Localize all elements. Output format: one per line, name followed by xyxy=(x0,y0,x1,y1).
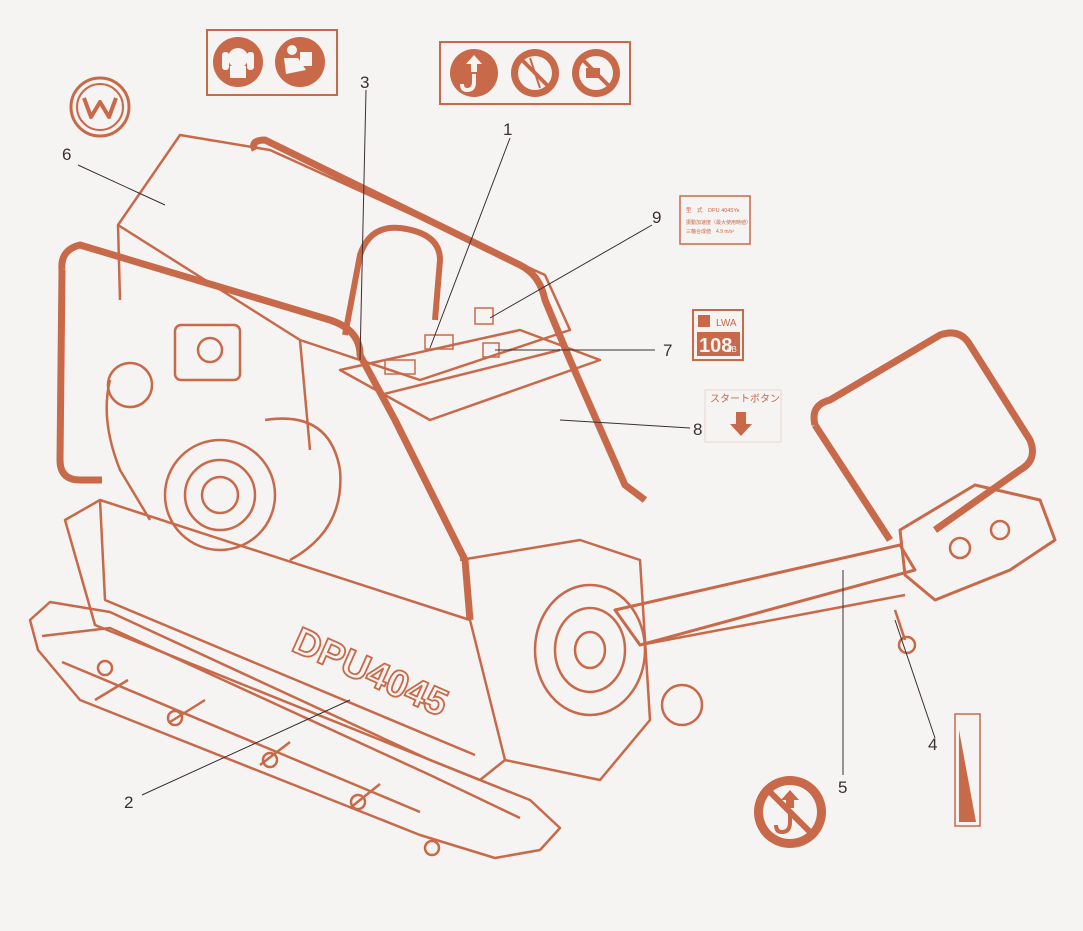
wacker-logo-icon xyxy=(69,76,131,138)
leader-lines xyxy=(77,89,936,796)
arrow-down-icon xyxy=(730,412,752,436)
callout-2: 2 xyxy=(124,793,133,812)
callout-7: 7 xyxy=(663,341,672,360)
read-manual-icon xyxy=(275,37,325,87)
lift-point-icon xyxy=(450,49,498,97)
callout-4: 4 xyxy=(928,735,937,754)
spec-line-1: 型 式 DPU 4045Ye xyxy=(686,206,740,214)
compactor-machine xyxy=(28,133,1057,860)
spec-line-2: 振動加速度（最大使用時値） xyxy=(686,219,751,226)
model-label: DPU4045 xyxy=(286,620,454,725)
callout-numbers: 1 2 3 4 5 6 7 8 9 xyxy=(62,73,937,812)
no-lift-on-handle-icon xyxy=(754,776,826,848)
callout-3: 3 xyxy=(360,73,369,92)
ear-protection-icon xyxy=(213,37,263,87)
start-button-decal: スタートボタン xyxy=(704,389,782,443)
callout-9: 9 xyxy=(652,208,661,227)
callout-8: 8 xyxy=(693,420,702,439)
ppe-decal xyxy=(206,29,338,96)
start-label: スタートボタン xyxy=(710,393,780,405)
lifting-decal xyxy=(439,41,631,105)
callout-5: 5 xyxy=(838,778,847,797)
spec-decal: 型 式 DPU 4045Ye 振動加速度（最大使用時値） 三軸合成値 4.9 m… xyxy=(679,195,751,245)
noise-symbol: LWA xyxy=(716,318,737,329)
no-forklift-icon xyxy=(572,49,620,97)
spec-line-3: 三軸合成値 4.9 m/s² xyxy=(686,228,734,235)
callout-1: 1 xyxy=(503,120,512,139)
callout-6: 6 xyxy=(62,145,71,164)
noise-value: 108 xyxy=(699,335,732,357)
noise-decal: LWA 108 dB xyxy=(692,309,744,361)
no-standing-under-load-icon xyxy=(511,49,559,97)
throttle-gauge-icon xyxy=(954,713,981,827)
noise-unit: dB xyxy=(727,345,737,354)
